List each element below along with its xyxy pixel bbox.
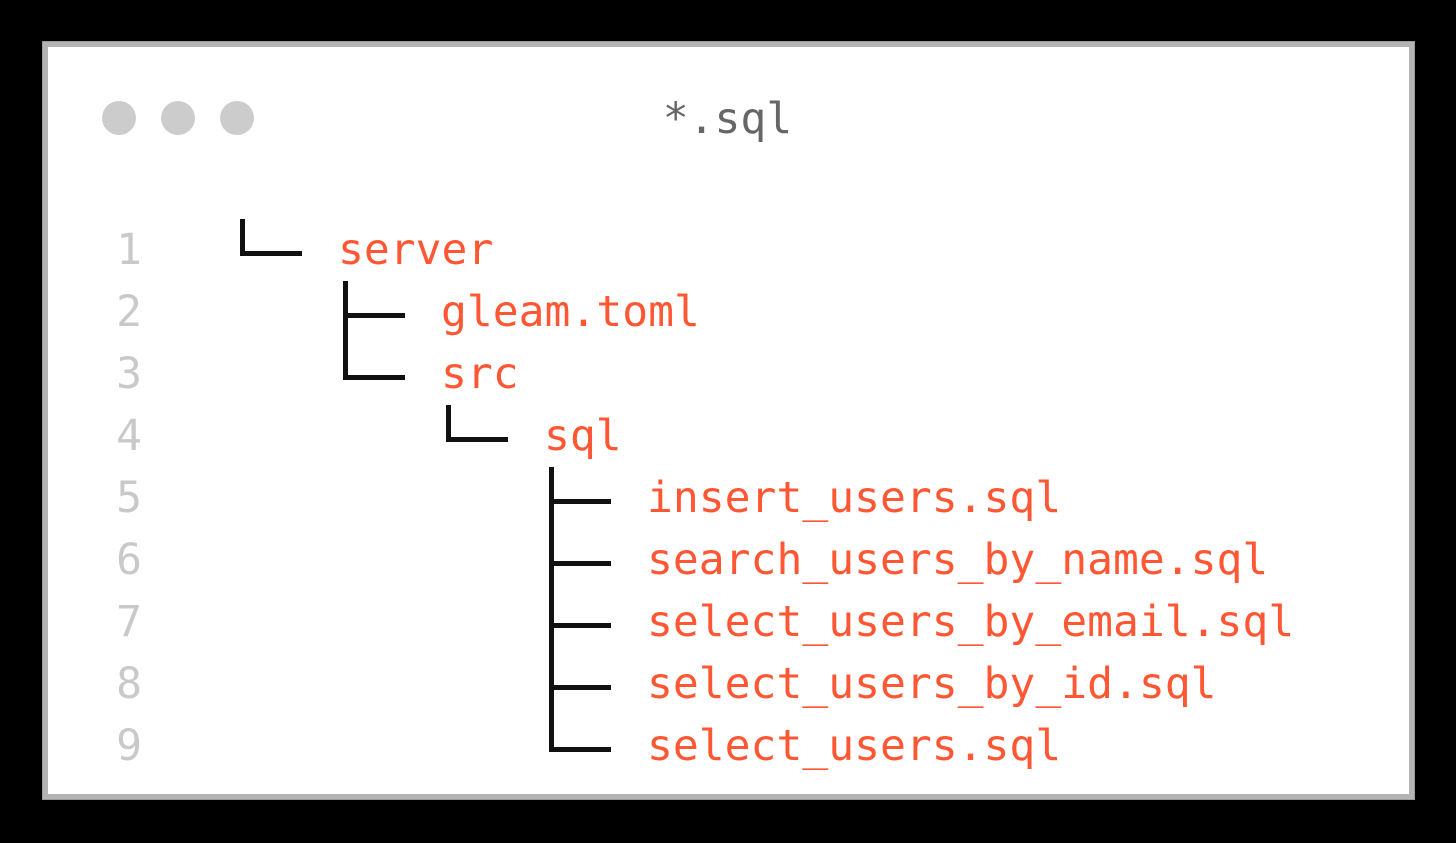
tree-row[interactable]: 5 insert_users.sql bbox=[50, 467, 1407, 529]
line-number: 3 bbox=[116, 349, 142, 399]
tree-last-branch-icon bbox=[549, 715, 627, 777]
minimize-button-icon[interactable] bbox=[161, 101, 195, 135]
tree-row-body: gleam.toml bbox=[142, 281, 1407, 343]
close-button-icon[interactable] bbox=[102, 101, 136, 135]
line-number: 2 bbox=[116, 287, 142, 337]
line-number: 5 bbox=[116, 473, 142, 523]
tree-file-name[interactable]: insert_users.sql bbox=[647, 473, 1062, 523]
line-number: 4 bbox=[116, 411, 142, 461]
window-controls bbox=[102, 101, 254, 135]
tree-last-branch-icon bbox=[240, 219, 318, 281]
line-number: 1 bbox=[116, 225, 142, 275]
tree-directory-name[interactable]: sql bbox=[544, 411, 622, 461]
file-tree: 1 server 2 gleam.toml 3 src 4 sql 5 insert_users.… bbox=[50, 219, 1407, 792]
tree-directory-name[interactable]: server bbox=[338, 225, 494, 275]
tree-row-body: server bbox=[142, 219, 1407, 281]
window-inner: *.sql 1 server 2 gleam.toml 3 src 4 sql 5 insert_… bbox=[48, 47, 1409, 794]
tree-row[interactable]: 9 select_users.sql bbox=[50, 715, 1407, 777]
tree-file-name[interactable]: select_users_by_id.sql bbox=[647, 659, 1217, 709]
tree-row[interactable]: 3 src bbox=[50, 343, 1407, 405]
tree-last-branch-icon bbox=[446, 405, 524, 467]
tree-file-name[interactable]: select_users.sql bbox=[647, 721, 1062, 771]
title-bar: *.sql bbox=[50, 49, 1407, 155]
tree-branch-icon bbox=[549, 591, 627, 653]
tree-row-body: select_users_by_email.sql bbox=[142, 591, 1407, 653]
app-window: *.sql 1 server 2 gleam.toml 3 src 4 sql 5 insert_… bbox=[43, 42, 1414, 799]
tree-row[interactable]: 6 search_users_by_name.sql bbox=[50, 529, 1407, 591]
tree-branch-icon bbox=[549, 529, 627, 591]
tree-directory-name[interactable]: src bbox=[441, 349, 519, 399]
tree-row[interactable]: 2 gleam.toml bbox=[50, 281, 1407, 343]
tree-row[interactable]: 8 select_users_by_id.sql bbox=[50, 653, 1407, 715]
tree-last-branch-icon bbox=[343, 343, 421, 405]
line-number: 6 bbox=[116, 535, 142, 585]
tree-branch-icon bbox=[343, 281, 421, 343]
tree-row-body: insert_users.sql bbox=[142, 467, 1407, 529]
tree-row-body: src bbox=[142, 343, 1407, 405]
line-number: 7 bbox=[116, 597, 142, 647]
maximize-button-icon[interactable] bbox=[220, 101, 254, 135]
tree-file-name[interactable]: select_users_by_email.sql bbox=[647, 597, 1295, 647]
tree-branch-icon bbox=[549, 653, 627, 715]
window-title: *.sql bbox=[662, 94, 793, 144]
tree-file-name[interactable]: search_users_by_name.sql bbox=[647, 535, 1269, 585]
tree-row[interactable]: 4 sql bbox=[50, 405, 1407, 467]
line-number: 9 bbox=[116, 721, 142, 771]
tree-branch-icon bbox=[549, 467, 627, 529]
tree-row-body: sql bbox=[142, 405, 1407, 467]
tree-row[interactable]: 7 select_users_by_email.sql bbox=[50, 591, 1407, 653]
tree-row-body: select_users.sql bbox=[142, 715, 1407, 777]
tree-row-body: select_users_by_id.sql bbox=[142, 653, 1407, 715]
line-number: 8 bbox=[116, 659, 142, 709]
tree-row[interactable]: 1 server bbox=[50, 219, 1407, 281]
tree-row-body: search_users_by_name.sql bbox=[142, 529, 1407, 591]
tree-file-name[interactable]: gleam.toml bbox=[441, 287, 700, 337]
